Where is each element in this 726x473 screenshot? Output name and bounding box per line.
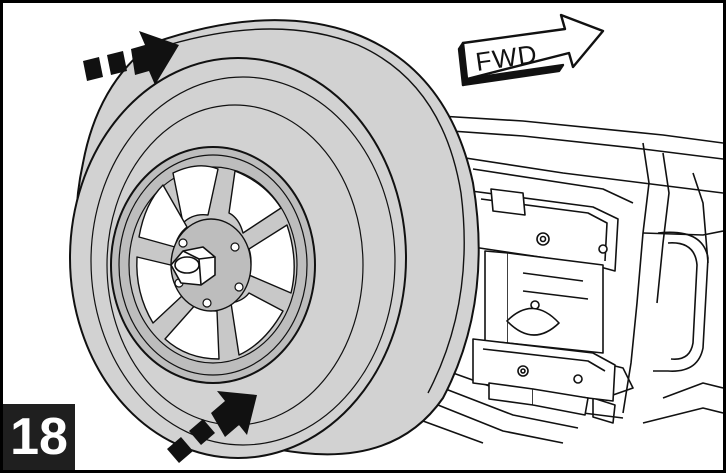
tire-mount-bracket [470,188,619,416]
push-arrow-icon [83,31,179,85]
forward-arrow-icon [457,13,605,87]
step-number-badge: 18 [3,404,75,470]
illustration: FWD [69,13,723,463]
push-arrow-bottom [167,391,257,463]
push-arrow-icon [167,391,257,463]
fwd-direction-arrow: FWD [457,13,605,87]
push-arrow-top [83,31,179,85]
lug-nut [170,246,216,286]
